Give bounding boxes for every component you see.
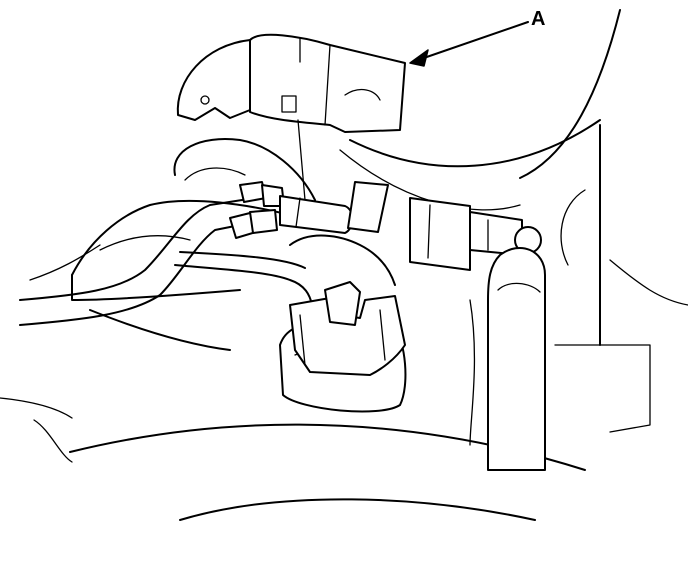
electrical-connector bbox=[409, 197, 523, 271]
lower-pipe bbox=[174, 234, 396, 306]
component-a-solenoid bbox=[249, 33, 406, 133]
right-hose bbox=[487, 246, 546, 471]
solenoid-wire bbox=[297, 119, 306, 201]
valve-mount-tab bbox=[347, 181, 389, 233]
mounting-bracket bbox=[176, 39, 251, 121]
callout-label-a: A bbox=[531, 8, 545, 30]
left-structure bbox=[71, 138, 316, 351]
canister-housing bbox=[279, 281, 407, 413]
callout-a-leader bbox=[409, 21, 529, 67]
purge-valve-body bbox=[279, 195, 354, 234]
vacuum-hose bbox=[19, 197, 256, 326]
hose-connectors bbox=[229, 181, 285, 239]
